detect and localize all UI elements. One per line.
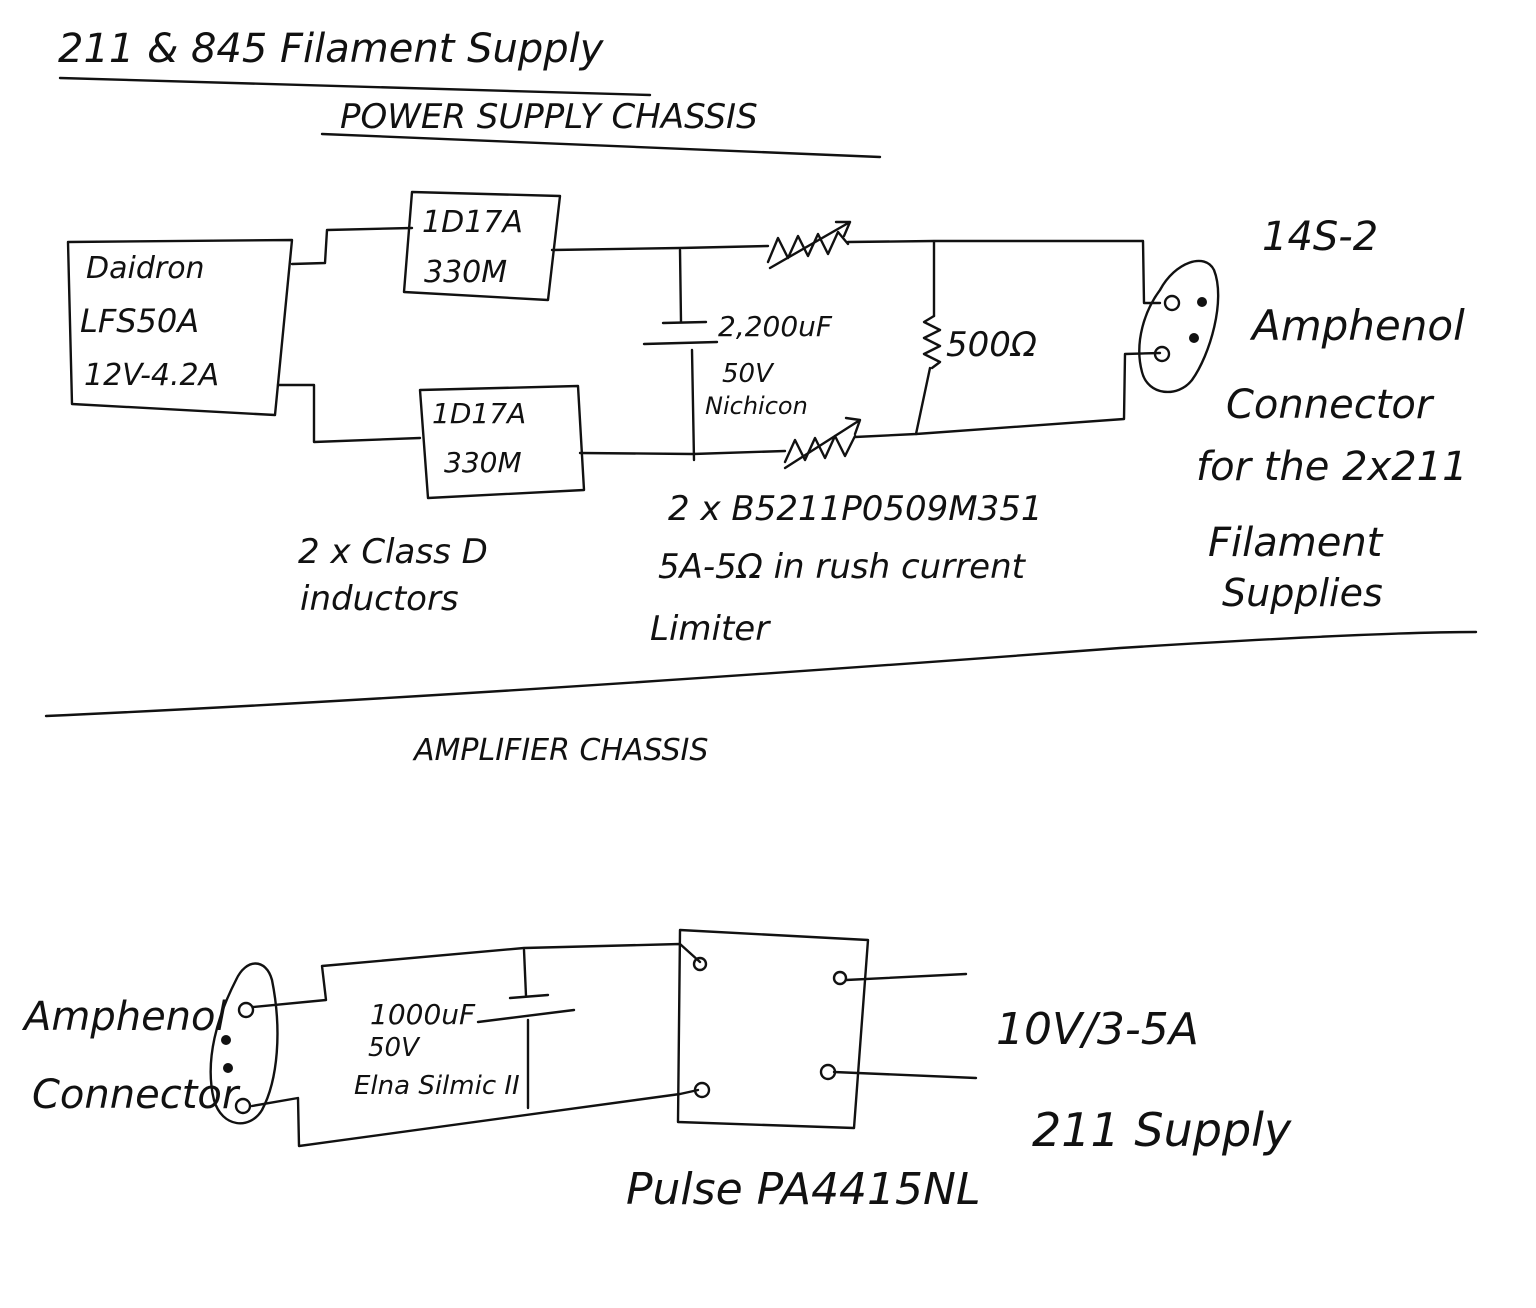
- resistor-500ohm-lead-bottom: [914, 366, 932, 436]
- inductor-top-value: 330M: [424, 255, 507, 290]
- transformer-pin: [692, 956, 708, 972]
- wire-output-bottom: [832, 1070, 978, 1080]
- capacitor-2200uf-plate-bottom: [642, 340, 719, 346]
- capacitor-1000uf-plate-top: [508, 993, 550, 1000]
- transformer-pa4415nl: Pulse PA4415NL: [626, 928, 980, 1215]
- connector-note-supplies: Supplies: [1222, 571, 1383, 615]
- limiter-note-line3: Limiter: [650, 609, 771, 649]
- wire-top-rail-a: [550, 244, 770, 252]
- power-chassis-heading: POWER SUPPLY CHASSIS: [340, 97, 758, 137]
- psu-module: Daidron LFS50A 12V-4.2A: [66, 238, 294, 417]
- resistor-500ohm: 500Ω: [914, 240, 1037, 436]
- inductor-bottom: 1D17A 330M: [418, 384, 586, 500]
- connector-pin: [1153, 345, 1171, 363]
- inductor-top-part: 1D17A: [422, 205, 523, 240]
- capacitor-1000uf-voltage: 50V: [368, 1033, 421, 1063]
- wire-amp-bottom-rail: [250, 1088, 700, 1148]
- amp-connector-type: Connector: [32, 1072, 241, 1118]
- ntc-top-arrow: [768, 220, 852, 270]
- connector-note-type: Connector: [1226, 382, 1435, 428]
- chassis-divider-line: [44, 630, 1478, 718]
- capacitor-1000uf-lead-top: [522, 948, 528, 998]
- connector-note-for: for the 2x211: [1196, 444, 1468, 490]
- amp-connector-brand: Amphenol: [21, 994, 227, 1040]
- psu-label-rating: 12V-4.2A: [84, 358, 219, 393]
- wire-output-top: [844, 972, 968, 982]
- ntc-top: [766, 230, 850, 264]
- connector-pin: [1163, 294, 1181, 312]
- limiter-note-line2: 5A-5Ω in rush current: [658, 547, 1027, 587]
- psu-label-name: Daidron: [86, 251, 205, 286]
- capacitor-2200uf-lead-bottom: [690, 348, 696, 462]
- output-target: 211 Supply: [1032, 1103, 1292, 1157]
- connector-note-brand: Amphenol: [1249, 301, 1465, 350]
- capacitor-2200uf-lead-top: [678, 248, 683, 324]
- connector-pin: [221, 1035, 231, 1045]
- capacitor-1000uf-value: 1000uF: [370, 998, 476, 1031]
- resistor-500ohm-body: [922, 314, 942, 370]
- power-chassis-heading-underline: [320, 132, 882, 159]
- capacitor-2200uf-voltage: 50V: [722, 359, 775, 389]
- limiter-note-line1: 2 x B5211P0509M351: [668, 489, 1042, 529]
- inductor-bottom-box: [418, 384, 586, 500]
- capacitor-2200uf: 2,200uF 50V Nichicon: [642, 248, 833, 462]
- inductor-bottom-value: 330M: [444, 446, 522, 479]
- connector-note-part: 14S-2: [1262, 214, 1378, 260]
- connector-pin: [234, 1097, 252, 1115]
- amphenol-connector-amp-shell: [209, 962, 279, 1125]
- sketch-title: 211 & 845 Filament Supply: [58, 26, 605, 72]
- inductor-top-box: [402, 190, 562, 302]
- amphenol-connector-power: [1138, 259, 1220, 394]
- inductor-bottom-part: 1D17A: [432, 397, 526, 430]
- inductor-note-line1: 2 x Class D: [298, 532, 488, 572]
- transformer-pin: [693, 1081, 711, 1099]
- wire-top-rail-b: [846, 239, 1162, 305]
- capacitor-2200uf-plate-top: [661, 320, 708, 325]
- connector-pin: [223, 1063, 233, 1073]
- capacitor-1000uf-plate-bottom: [476, 1008, 576, 1024]
- capacitor-2200uf-brand: Nichicon: [705, 392, 808, 420]
- capacitor-2200uf-value: 2,200uF: [718, 310, 833, 343]
- transformer-box: [676, 928, 870, 1130]
- ntc-bottom: [783, 434, 857, 464]
- capacitor-1000uf: 1000uF 50V Elna Silmic II: [354, 948, 576, 1110]
- ntc-bottom-arrow: [783, 416, 862, 470]
- connector-pin: [1189, 333, 1199, 343]
- wire-psu-to-bottom-inductor: [276, 383, 422, 444]
- output-rating: 10V/3-5A: [996, 1004, 1199, 1055]
- resistor-500ohm-label: 500Ω: [946, 325, 1037, 365]
- amphenol-connector-power-shell: [1138, 259, 1220, 394]
- amphenol-connector-amp: Amphenol Connector: [21, 962, 279, 1125]
- wire-amp-top-rail: [251, 942, 702, 1009]
- connector-note-filament: Filament: [1208, 520, 1384, 566]
- amp-chassis-heading: AMPLIFIER CHASSIS: [412, 733, 708, 768]
- wire-bottom-rail-b: [853, 351, 1162, 439]
- inductor-note-line2: inductors: [300, 579, 459, 619]
- capacitor-1000uf-brand: Elna Silmic II: [354, 1071, 520, 1101]
- connector-pin: [1197, 297, 1207, 307]
- wire-bottom-rail-a: [578, 449, 787, 456]
- transformer-label: Pulse PA4415NL: [626, 1164, 980, 1215]
- psu-label-model: LFS50A: [80, 302, 199, 340]
- title-underline: [58, 76, 652, 97]
- connector-pin: [237, 1001, 255, 1019]
- psu-box: [66, 238, 294, 417]
- transformer-pin: [832, 970, 848, 986]
- inductor-top: 1D17A 330M: [402, 190, 562, 302]
- wire-psu-to-top-inductor: [290, 226, 414, 266]
